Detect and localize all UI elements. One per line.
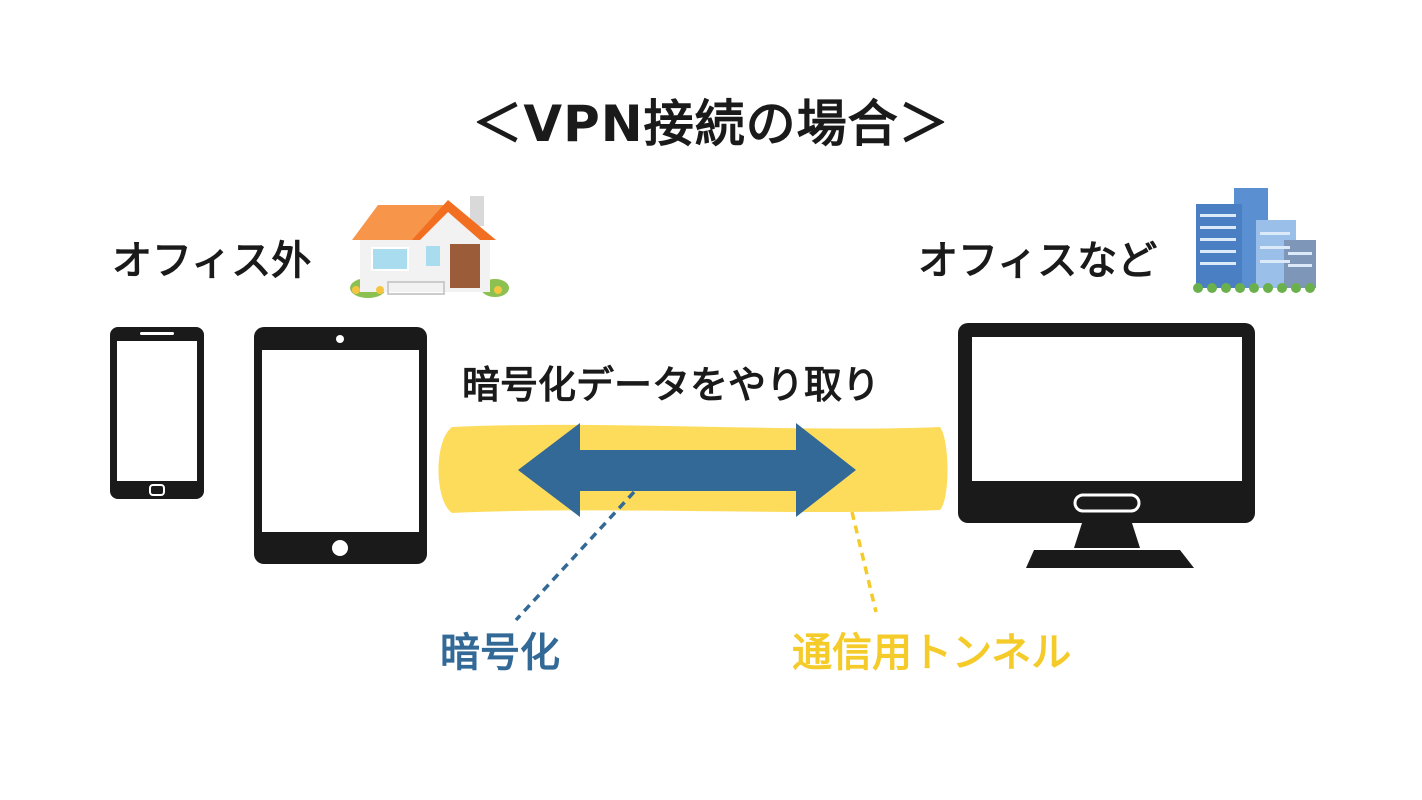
- page-title: ＜VPN接続の場合＞: [472, 95, 950, 153]
- office-label: オフィスなど: [918, 238, 1158, 284]
- encryption-pointer-line: [514, 490, 636, 622]
- tunnel-annotation: 通信用トンネル: [792, 630, 1072, 676]
- smartphone-icon: [110, 327, 204, 499]
- tablet-icon: [254, 327, 427, 564]
- double-arrow-icon: [518, 423, 856, 517]
- monitor-icon: [958, 323, 1255, 568]
- tunnel-pointer-line: [850, 511, 878, 613]
- encrypted-data-exchange-label: 暗号化データをやり取り: [462, 363, 881, 407]
- office-building-icon: [1193, 188, 1316, 293]
- house-icon: [350, 196, 509, 298]
- encryption-annotation: 暗号化: [440, 630, 560, 676]
- outside-office-label: オフィス外: [112, 238, 312, 284]
